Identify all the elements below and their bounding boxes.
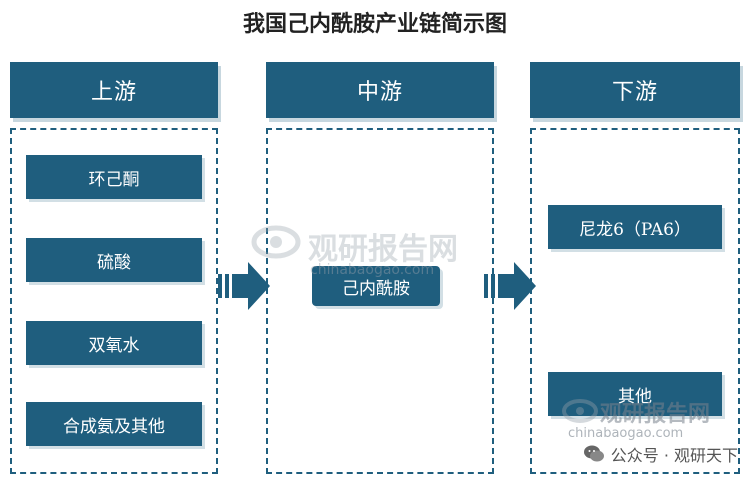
upstream-item-sulfuric-acid: 硫酸: [26, 238, 202, 282]
upstream-item-cyclohexanone: 环己酮: [26, 155, 202, 199]
wechat-icon: [583, 445, 604, 462]
midstream-item-caprolactam: 己内酰胺: [312, 266, 440, 306]
arrow-right-icon: [484, 262, 536, 310]
upstream-column: [10, 128, 218, 474]
downstream-header: 下游: [530, 62, 740, 118]
footer: 公众号 · 观研天下: [583, 442, 738, 466]
midstream-column: [266, 128, 494, 474]
upstream-item-ammonia-other: 合成氨及其他: [26, 402, 202, 446]
downstream-column: [530, 128, 740, 474]
downstream-item-nylon6: 尼龙6（PA6）: [548, 205, 722, 249]
upstream-header: 上游: [10, 62, 218, 118]
upstream-item-hydrogen-peroxide: 双氧水: [26, 321, 202, 365]
diagram-title: 我国己内酰胺产业链简示图: [242, 11, 507, 37]
downstream-item-other: 其他: [548, 372, 722, 416]
arrow-right-icon: [218, 262, 270, 310]
midstream-header: 中游: [266, 62, 494, 118]
footer-text: 公众号 · 观研天下: [610, 446, 738, 465]
